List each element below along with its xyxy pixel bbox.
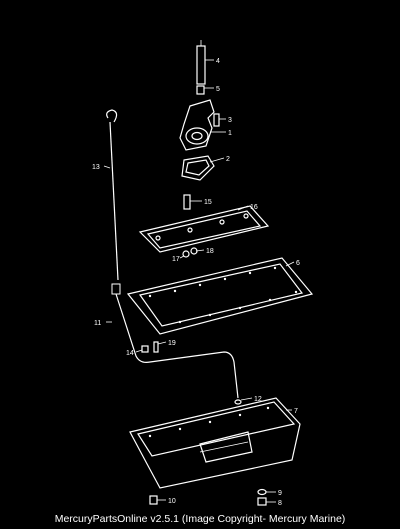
callout-11: 11 [94,320,101,327]
callout-8: 8 [278,500,282,507]
callout-14: 14 [126,350,134,357]
callout-16: 16 [250,204,258,211]
callout-5: 5 [216,86,220,93]
part-stud-15[interactable] [183,194,191,210]
part-screw-19[interactable] [153,341,159,353]
part-drain-plug-8[interactable] [257,497,267,506]
callout-13: 13 [92,164,100,171]
part-seal-12[interactable] [234,399,242,405]
callout-6: 6 [296,260,300,267]
part-oil-pump[interactable] [179,99,215,151]
leader-lines [103,59,295,503]
callout-19: 19 [168,340,176,347]
callout-labels: 4 5 3 1 2 13 15 16 18 17 6 11 14 19 12 7… [92,58,300,507]
part-oil-pan[interactable] [129,397,301,489]
part-bolt-10[interactable] [149,495,158,505]
part-pickup-tube[interactable] [196,40,206,85]
callout-1: 1 [228,130,232,137]
part-spacer[interactable] [196,85,205,95]
callout-17: 17 [172,256,180,263]
callout-9: 9 [278,490,282,497]
callout-10: 10 [168,498,176,505]
callout-4: 4 [216,58,220,65]
part-dipstick-tube[interactable] [111,283,239,399]
callout-12: 12 [254,396,262,403]
part-clip-14[interactable] [141,345,149,353]
callout-7: 7 [294,408,298,415]
part-bolt-3[interactable] [213,113,220,127]
callout-18: 18 [206,248,214,255]
part-nut-17[interactable] [182,250,190,258]
copyright-caption: MercuryPartsOnline v2.5.1 (Image Copyrig… [54,513,346,525]
part-washer-9[interactable] [257,488,267,496]
callout-2: 2 [226,156,230,163]
callout-3: 3 [228,117,232,124]
callout-15: 15 [204,199,212,206]
part-oil-pan-gasket[interactable] [126,257,314,335]
part-windage-tray[interactable] [138,205,270,253]
part-dipstick[interactable] [106,109,119,281]
exploded-parts-diagram: 4 5 3 1 2 13 15 16 18 17 6 11 14 19 12 7… [92,40,314,507]
part-gasket-2[interactable] [181,155,215,181]
